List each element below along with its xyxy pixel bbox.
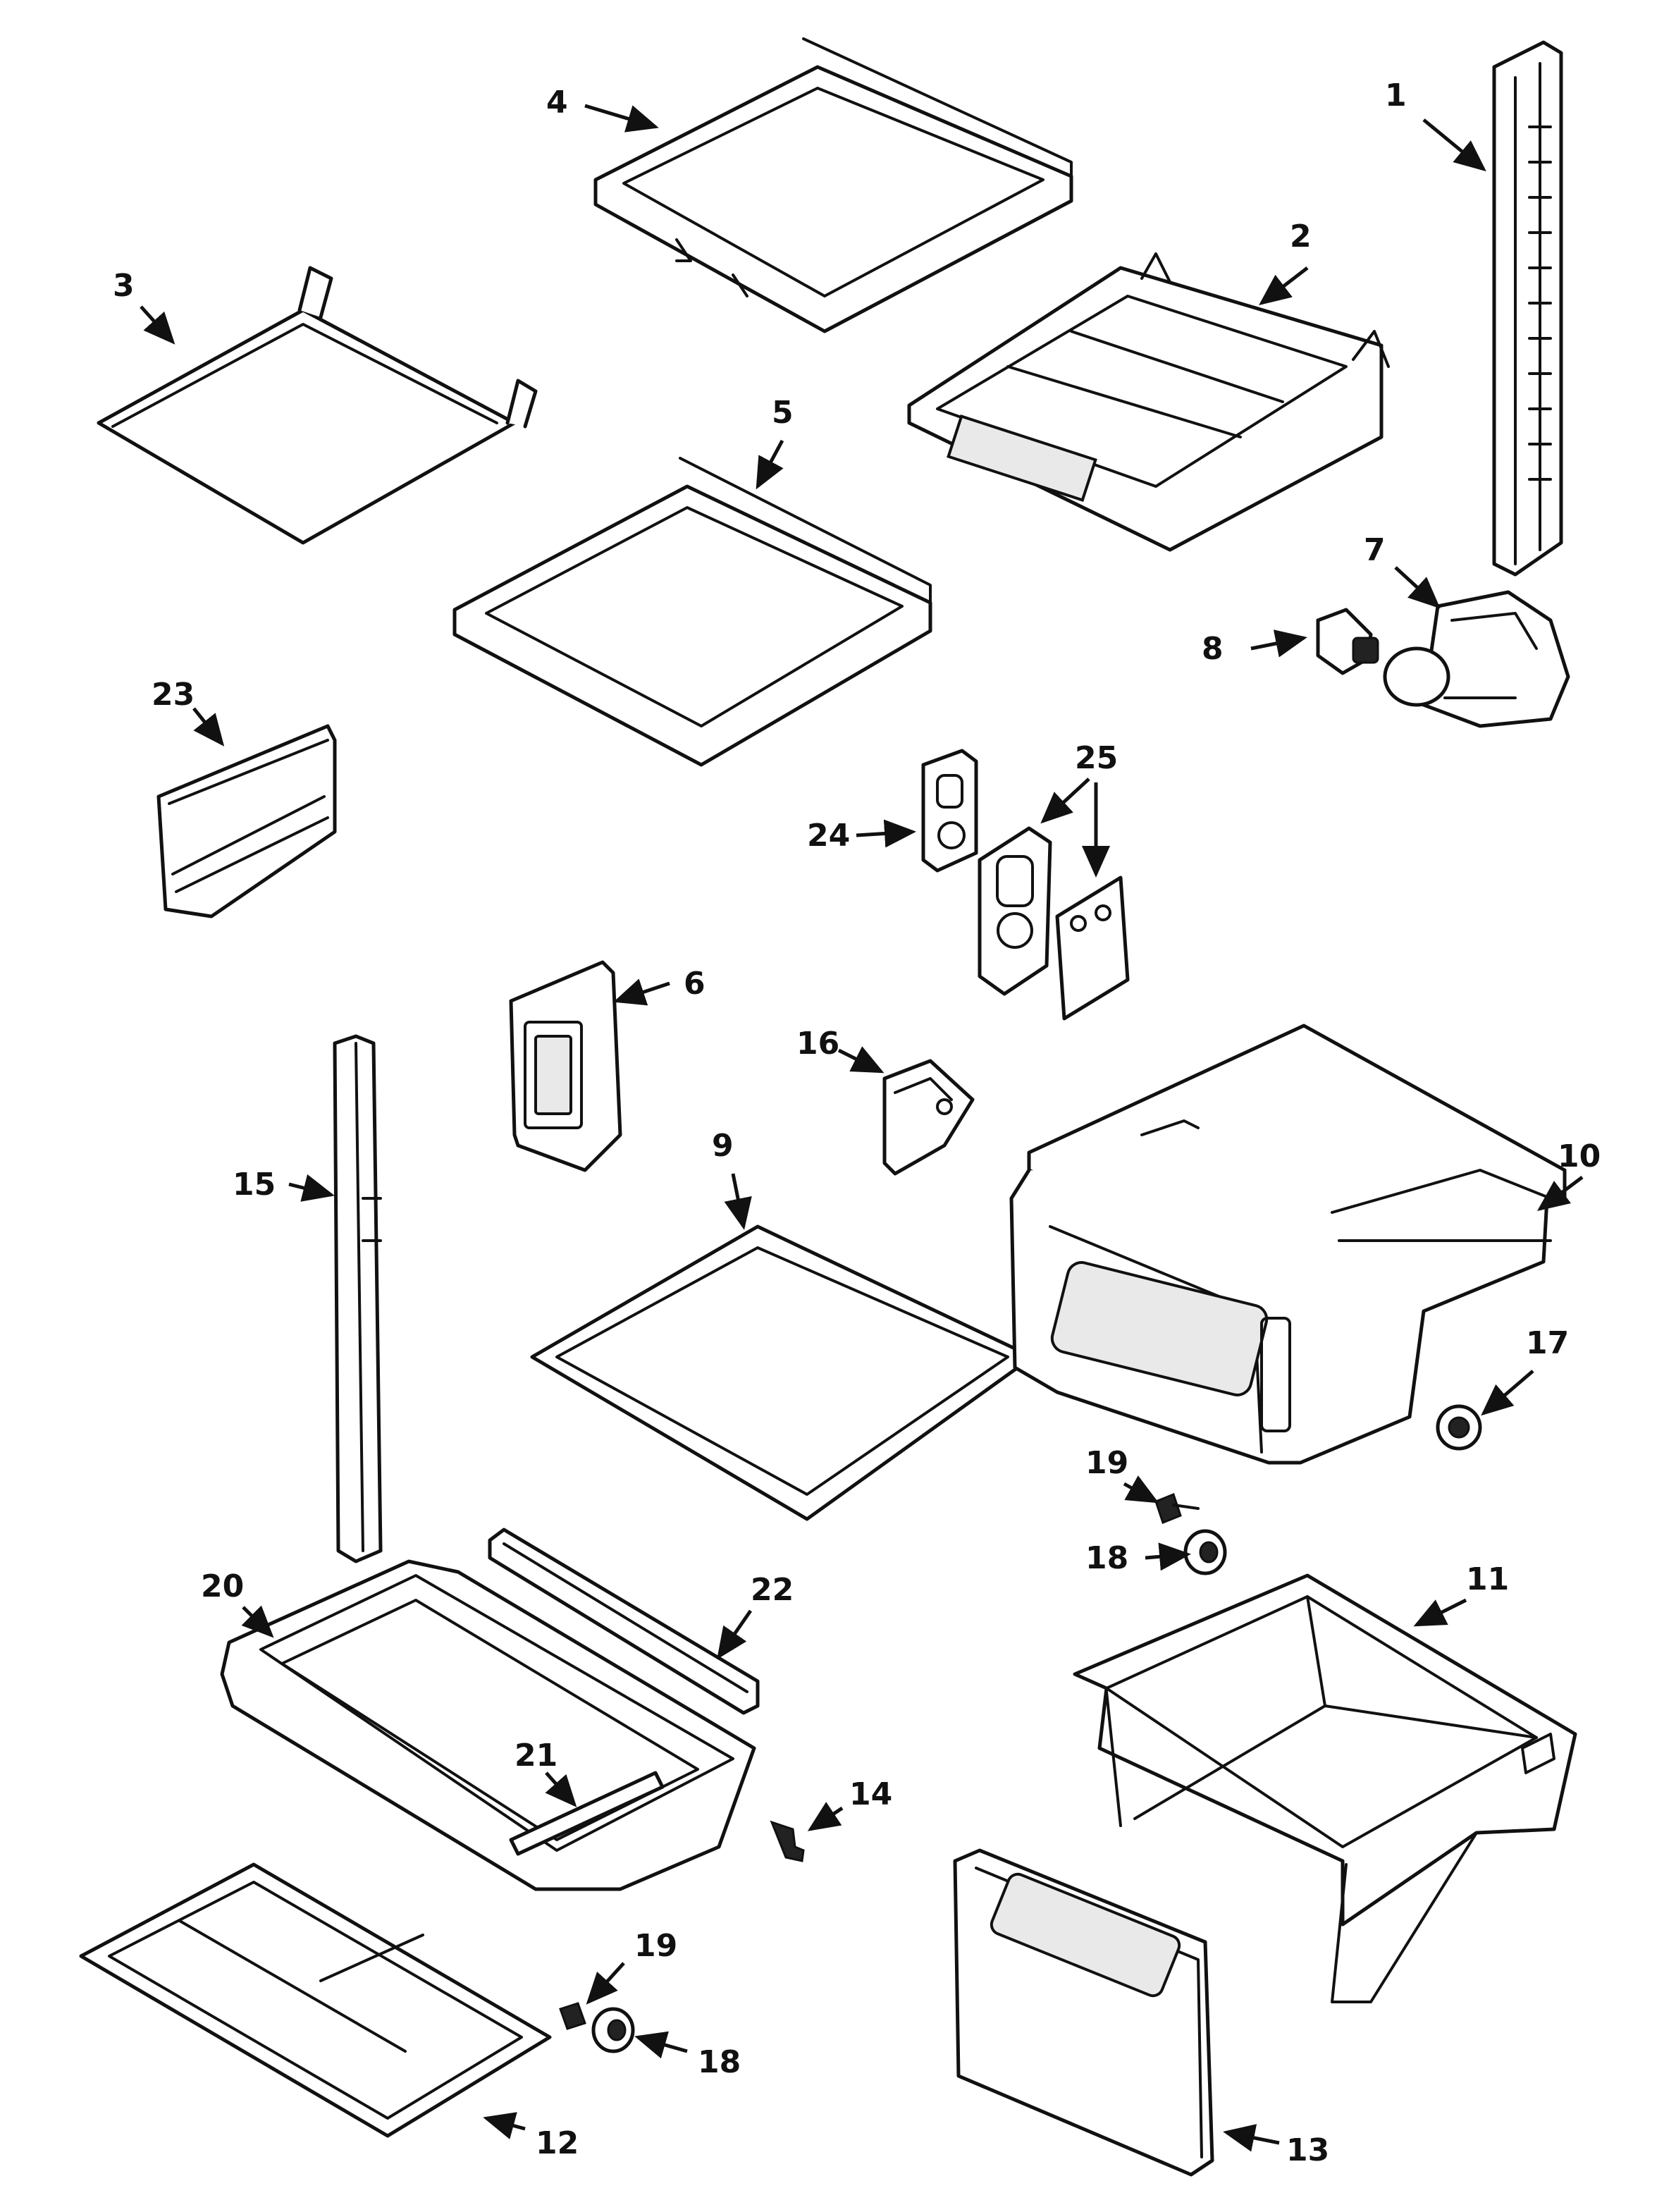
callout-number-18-lower: 18 <box>698 2044 741 2080</box>
part-15-trim-strip <box>333 1034 383 1563</box>
leader-23 <box>192 707 225 746</box>
callout-number-12: 12 <box>536 2125 579 2161</box>
leader-15 <box>288 1174 335 1202</box>
part-25-gasket-and-insulation <box>978 826 1130 1021</box>
leader-4 <box>584 104 659 133</box>
part-12-drawer-cover <box>79 1862 552 2138</box>
leader-9 <box>724 1173 752 1230</box>
callout-number-13: 13 <box>1286 2132 1329 2168</box>
part-5-glass-shelf <box>452 457 932 767</box>
part-21-handle-strip <box>509 1771 665 1856</box>
callout-number-20: 20 <box>201 1568 244 1604</box>
part-4-glass-shelf <box>593 37 1073 333</box>
leader-14 <box>807 1802 844 1831</box>
callout-number-24: 24 <box>807 818 850 854</box>
callout-number-1: 1 <box>1385 78 1407 113</box>
leader-13 <box>1223 2124 1280 2152</box>
leader-1 <box>1422 118 1486 172</box>
leader-12 <box>483 2112 526 2139</box>
leader-21 <box>545 1771 577 1807</box>
leader-8 <box>1250 629 1307 658</box>
callout-number-8: 8 <box>1202 631 1224 667</box>
part-7-light-socket-housing <box>1383 590 1570 728</box>
leader-16 <box>837 1046 885 1074</box>
part-11-crisper-pan <box>1073 1573 1577 2003</box>
part-24-light-switch-plate <box>921 749 978 873</box>
callout-number-18-upper: 18 <box>1085 1540 1128 1576</box>
part-16-bracket <box>882 1059 975 1176</box>
leader-6 <box>613 978 670 1006</box>
part-20-deli-pan <box>220 1559 756 1891</box>
leader-20 <box>241 1605 274 1638</box>
callout-number-19-lower: 19 <box>634 1928 677 1964</box>
leader-18b <box>634 2031 688 2059</box>
leader-18a <box>1145 1542 1191 1571</box>
part-10-crisper-cover-drawer <box>1009 1024 1567 1465</box>
leader-7 <box>1394 566 1441 609</box>
callout-number-7: 7 <box>1364 532 1386 568</box>
callout-number-22: 22 <box>751 1572 794 1608</box>
part-18-roller-lower <box>591 2007 635 2053</box>
leader-3 <box>140 305 175 345</box>
part-22-rail <box>488 1528 760 1715</box>
callout-number-11: 11 <box>1466 1561 1509 1597</box>
callout-number-9: 9 <box>712 1128 734 1164</box>
callout-number-25: 25 <box>1075 740 1118 776</box>
part-2-slide-shelf-assembly <box>907 252 1390 552</box>
part-19-screw-lower <box>559 2002 586 2030</box>
callout-number-19-upper: 19 <box>1085 1445 1128 1481</box>
callout-number-21: 21 <box>514 1738 557 1774</box>
leader-24 <box>856 819 916 848</box>
leader-25a <box>1040 778 1090 824</box>
part-23-door-bin <box>156 724 337 918</box>
leader-19b <box>586 1962 625 2005</box>
leader-17 <box>1481 1370 1534 1416</box>
part-18-roller-upper <box>1183 1529 1227 1575</box>
callout-numbers: 1 2 3 4 5 6 7 8 9 10 11 12 13 14 15 16 1… <box>113 78 1601 2168</box>
callout-number-17: 17 <box>1526 1325 1569 1361</box>
leader-11 <box>1413 1598 1467 1627</box>
callout-number-14: 14 <box>849 1776 892 1812</box>
part-9-glass-shelf <box>530 1224 1035 1521</box>
callout-number-16: 16 <box>796 1026 839 1062</box>
part-3-cantilever-shelf <box>97 266 538 545</box>
callout-number-2: 2 <box>1290 219 1312 254</box>
leader-5 <box>756 439 784 490</box>
part-17-knob <box>1436 1404 1482 1451</box>
callout-number-4: 4 <box>546 85 568 121</box>
leader-22 <box>717 1609 753 1660</box>
callout-number-5: 5 <box>772 395 794 431</box>
callout-number-23: 23 <box>152 677 195 713</box>
part-13-drawer-front <box>953 1848 1214 2177</box>
callout-number-6: 6 <box>684 966 705 1002</box>
leader-19a <box>1123 1475 1159 1504</box>
callout-number-15: 15 <box>233 1167 276 1203</box>
part-19-screw-upper <box>1154 1493 1200 1524</box>
leader-2 <box>1259 266 1309 306</box>
callout-leaders <box>140 104 1584 2152</box>
part-1-shelf-ladder-rail <box>1492 40 1563 577</box>
callout-number-3: 3 <box>113 268 135 304</box>
part-6-housing <box>509 960 622 1172</box>
callout-number-10: 10 <box>1558 1138 1601 1174</box>
leader-10 <box>1537 1176 1584 1211</box>
part-14-screw <box>770 1820 805 1862</box>
part-8-light-bulb <box>1316 608 1379 675</box>
